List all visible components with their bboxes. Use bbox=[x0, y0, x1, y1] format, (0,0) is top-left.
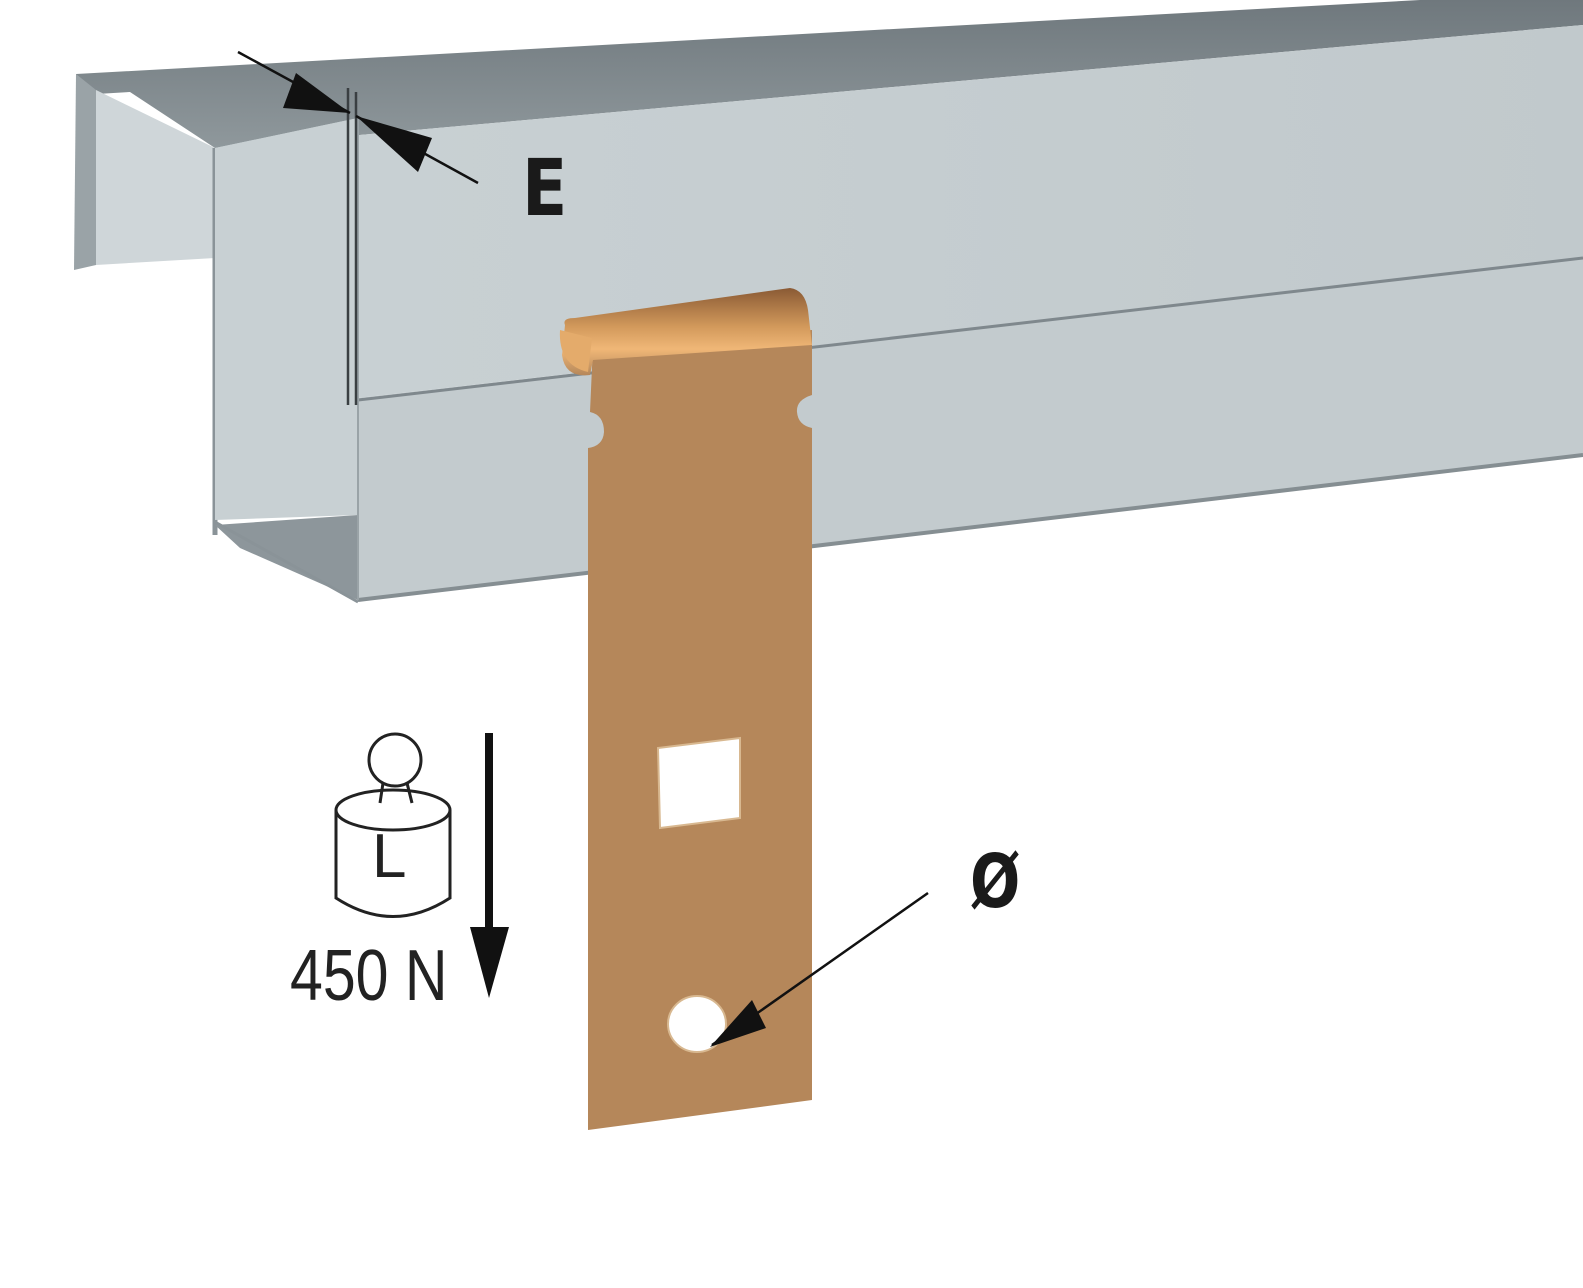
diameter-arrowhead-icon bbox=[710, 1000, 766, 1047]
diameter-label: Ø bbox=[970, 839, 1021, 925]
channel-left-inner-face bbox=[96, 90, 215, 265]
load-symbol-letter: L bbox=[372, 822, 407, 891]
thickness-dimension bbox=[237, 50, 479, 405]
thickness-label: E bbox=[522, 144, 568, 234]
weight-ring-handle bbox=[367, 732, 423, 788]
channel-bottom-corner bbox=[214, 520, 359, 604]
load-direction-arrow bbox=[470, 733, 509, 998]
channel-bottom-edge bbox=[357, 453, 1583, 602]
arrowhead-right-icon bbox=[283, 73, 350, 113]
channel-bottom-inner bbox=[215, 515, 358, 600]
channel-fold-line bbox=[357, 256, 1583, 402]
channel-front-lip-face bbox=[215, 25, 1583, 398]
load-value-label: 450 N bbox=[290, 936, 448, 1016]
channel-left-wall bbox=[215, 118, 358, 520]
clip-hook-curl bbox=[559, 330, 592, 372]
weight-handle-strut-left bbox=[378, 782, 385, 804]
hanger-clip bbox=[559, 288, 812, 1130]
weight-cylinder-body bbox=[334, 810, 452, 918]
channel-top-surface bbox=[76, 0, 1583, 148]
arrowhead-left-icon bbox=[356, 116, 432, 172]
diameter-dimension bbox=[710, 891, 929, 1047]
clip-square-slot bbox=[656, 736, 741, 830]
clip-round-hole bbox=[667, 995, 727, 1053]
weight-handle-strut-right bbox=[405, 782, 414, 804]
c-channel-rail bbox=[74, 0, 1583, 604]
channel-left-lip bbox=[74, 74, 96, 270]
arrow-down-icon bbox=[470, 927, 509, 998]
clip-strip-body bbox=[588, 330, 812, 1130]
load-weight-icon bbox=[334, 732, 452, 918]
clip-hook bbox=[562, 288, 812, 376]
